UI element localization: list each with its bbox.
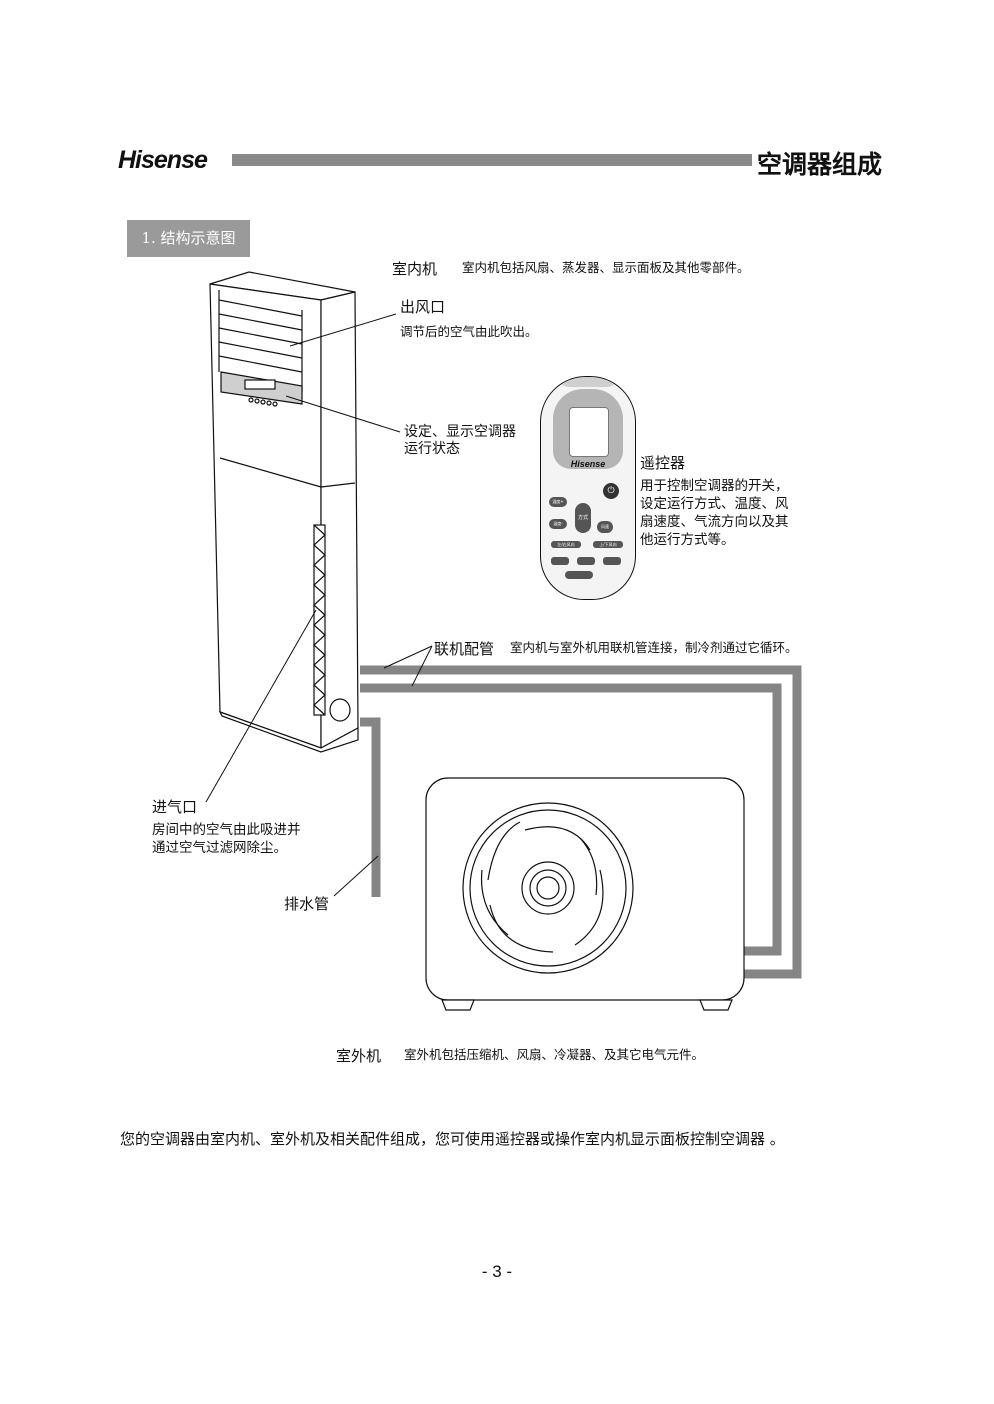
air-outlet-label: 出风口 bbox=[400, 298, 446, 316]
remote-screen bbox=[569, 407, 609, 457]
connecting-pipe bbox=[360, 665, 802, 979]
remote-button-row bbox=[551, 557, 625, 565]
swing-ud-button[interactable]: 上/下风向 bbox=[593, 541, 623, 548]
fan-speed-button[interactable]: 风速 bbox=[597, 521, 613, 533]
timer-on-button[interactable] bbox=[551, 557, 569, 565]
air-outlet-desc: 调节后的空气由此吹出。 bbox=[400, 324, 538, 339]
clock-button[interactable] bbox=[603, 557, 621, 565]
air-inlet-label: 进气口 bbox=[152, 798, 198, 816]
sleep-button[interactable] bbox=[565, 571, 593, 579]
page-number: - 3 - bbox=[481, 1262, 513, 1281]
remote-desc-3: 扇速度、气流方向以及其 bbox=[640, 514, 789, 530]
pipe-label: 联机配管 bbox=[434, 640, 495, 658]
remote-desc-4: 他运行方式等。 bbox=[640, 532, 735, 548]
temp-up-button[interactable]: 温度+ bbox=[549, 497, 567, 507]
page-title: 空调器组成 bbox=[757, 150, 883, 179]
body-paragraph: 您的空调器由室内机、室外机及相关配件组成，您可使用遥控器或操作室内机显示面板控制… bbox=[120, 1130, 785, 1148]
mode-button[interactable]: 方式 bbox=[575, 503, 591, 533]
indoor-unit-label: 室内机 bbox=[392, 260, 438, 278]
pipe-desc: 室内机与室外机用联机管连接，制冷剂通过它循环。 bbox=[510, 640, 798, 655]
swing-lr-button[interactable]: 左/右风向 bbox=[551, 541, 581, 548]
power-button-icon[interactable]: ⏻ bbox=[603, 483, 619, 499]
remote-desc-2: 设定运行方式、温度、风 bbox=[640, 496, 789, 512]
leader-lines bbox=[205, 313, 433, 897]
air-inlet-line1: 房间中的空气由此吸进并 bbox=[152, 822, 301, 838]
air-inlet-line2: 通过空气过滤网除尘。 bbox=[152, 840, 287, 856]
remote-top-band bbox=[559, 377, 617, 387]
remote-label: 遥控器 bbox=[640, 454, 686, 472]
outdoor-unit-desc: 室外机包括压缩机、风扇、冷凝器、及其它电气元件。 bbox=[404, 1047, 705, 1062]
display-panel-line2: 运行状态 bbox=[404, 441, 460, 457]
brand-logo: Hisense bbox=[118, 146, 208, 174]
header-bar bbox=[232, 154, 752, 166]
remote-brand: Hisense bbox=[570, 459, 606, 469]
drain-pipe bbox=[360, 717, 381, 897]
indoor-unit-drawing bbox=[209, 271, 359, 753]
outdoor-unit-drawing bbox=[425, 777, 745, 1011]
drain-label: 排水管 bbox=[284, 895, 330, 913]
indoor-unit-desc: 室内机包括风扇、蒸发器、显示面板及其他零部件。 bbox=[462, 260, 750, 275]
temp-down-button[interactable]: 温度- bbox=[549, 519, 567, 529]
remote-control: Hisense ⏻ 温度+ 方式 温度- 风速 左/右风向 上/下风向 bbox=[540, 376, 636, 600]
outdoor-unit-label: 室外机 bbox=[336, 1047, 382, 1065]
remote-desc-1: 用于控制空调器的开关， bbox=[640, 478, 789, 494]
display-panel-line1: 设定、显示空调器 bbox=[404, 424, 516, 440]
section-label: 1. 结构示意图 bbox=[127, 220, 250, 257]
timer-off-button[interactable] bbox=[577, 557, 595, 565]
